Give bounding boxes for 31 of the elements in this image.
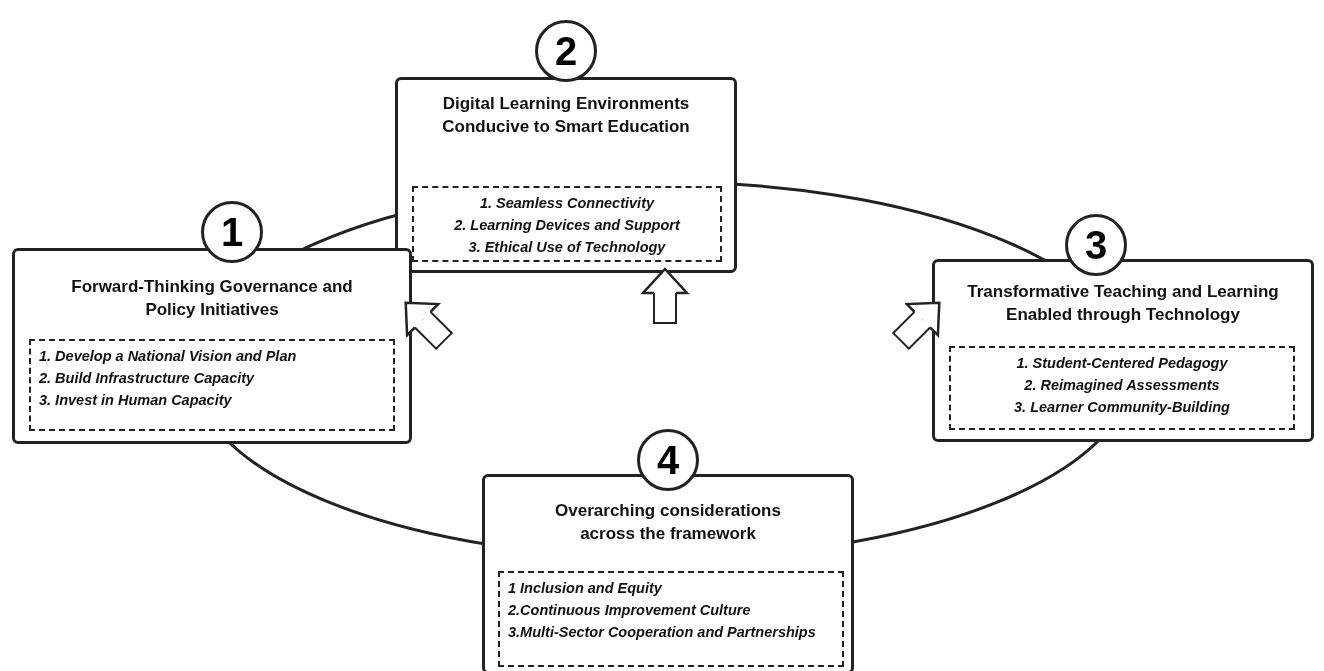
list-item: 1. Student-Centered Pedagogy	[1016, 354, 1228, 372]
box-heading: Forward-Thinking Governance and Policy Initiatives	[70, 276, 354, 321]
box-heading: Transformative Teaching and Learning Enabled through Technology	[966, 281, 1280, 326]
list-item: 1 Inclusion and Equity	[508, 579, 663, 597]
list-item: 3.Multi-Sector Cooperation and Partnerships	[508, 623, 817, 641]
box-heading: Digital Learning Environments Conducive to Smart Education	[441, 93, 691, 138]
list-item: 3. Ethical Use of Technology	[468, 238, 666, 256]
number-circle: 1	[201, 201, 263, 263]
block-arrow	[404, 301, 454, 351]
pillar-box	[482, 474, 854, 671]
list-item: 2. Build Infrastructure Capacity	[39, 369, 256, 387]
pillar-box	[932, 259, 1314, 442]
pillar-box	[395, 77, 737, 273]
box-heading: Overarching considerations across the framework	[554, 500, 782, 545]
pillar-box	[12, 248, 412, 444]
number-circle: 3	[1065, 214, 1127, 276]
list-item: 3. Invest in Human Capacity	[39, 391, 233, 409]
list-item: 1. Develop a National Vision and Plan	[39, 347, 298, 365]
list-item: 3. Learner Community-Building	[1014, 398, 1230, 416]
list-item: 2. Learning Devices and Support	[454, 216, 680, 234]
dashed-list-box	[29, 339, 395, 431]
list-item: 2.Continuous Improvement Culture	[508, 601, 752, 619]
dashed-list-box	[498, 571, 844, 667]
list-item: 2. Reimagined Assessments	[1024, 376, 1220, 394]
list-item: 1. Seamless Connectivity	[479, 194, 655, 212]
number-circle: 4	[637, 429, 699, 491]
block-arrow	[641, 267, 689, 324]
block-arrow	[891, 301, 941, 351]
dashed-list-box	[949, 346, 1295, 430]
dashed-list-box	[412, 186, 722, 262]
number-circle: 2	[535, 20, 597, 82]
